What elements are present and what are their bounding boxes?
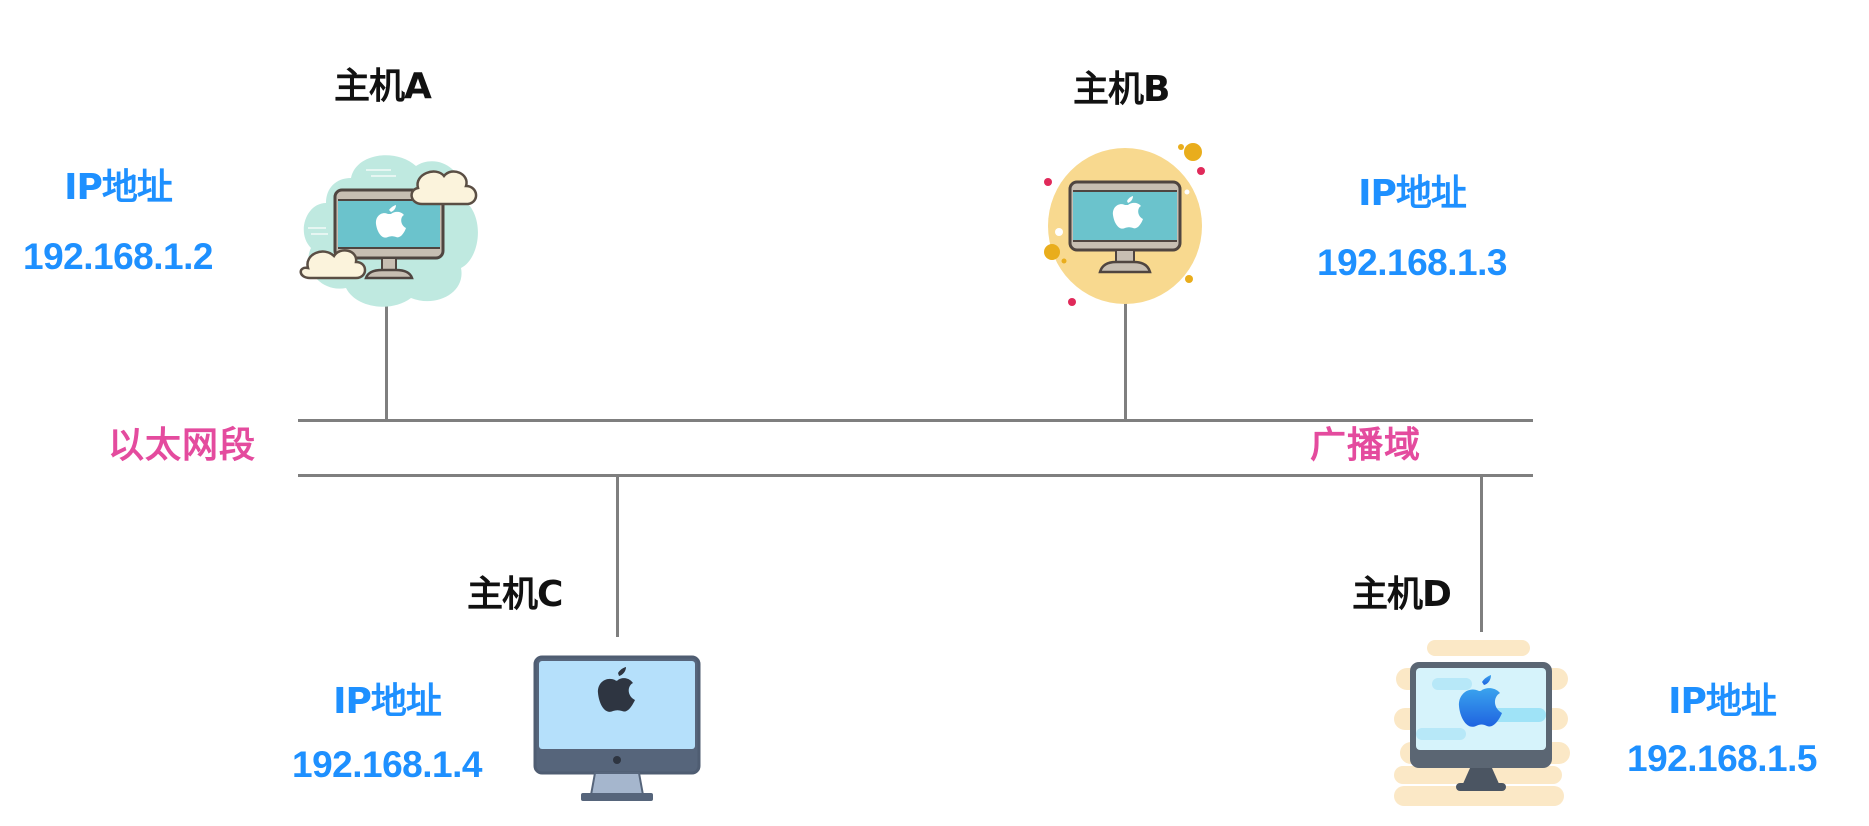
bus-line-top bbox=[298, 419, 1533, 422]
host-d-ip-value: 192.168.1.5 bbox=[1627, 738, 1817, 779]
host-c-connector bbox=[616, 476, 619, 637]
host-d-ip-title: IP地址 bbox=[1668, 681, 1777, 722]
imac-icon bbox=[533, 655, 701, 801]
bus-line-bottom bbox=[298, 474, 1533, 477]
host-b-label: 主机B bbox=[1073, 69, 1170, 110]
host-a-ip-block: IP地址 192.168.1.2 bbox=[4, 168, 232, 278]
host-d-label: 主机D bbox=[1352, 574, 1452, 615]
host-b-connector bbox=[1124, 303, 1127, 420]
monitor-cloud-icon bbox=[299, 155, 478, 307]
host-a-ip-title: IP地址 bbox=[64, 167, 173, 208]
imac-blue-icon bbox=[1394, 640, 1570, 806]
host-c-label: 主机C bbox=[467, 574, 563, 615]
host-c-ip-value: 192.168.1.4 bbox=[292, 744, 482, 785]
host-b-ip-block: IP地址 192.168.1.3 bbox=[1300, 174, 1524, 284]
host-a-ip-value: 192.168.1.2 bbox=[23, 236, 213, 277]
host-c-ip-title: IP地址 bbox=[333, 681, 442, 722]
monitor-sun-icon bbox=[1044, 143, 1205, 306]
host-a-label: 主机A bbox=[334, 66, 432, 107]
host-d-connector bbox=[1480, 476, 1483, 632]
host-d-ip-block: IP地址 192.168.1.5 bbox=[1610, 682, 1834, 780]
host-c-ip-block: IP地址 192.168.1.4 bbox=[276, 682, 498, 786]
host-a-connector bbox=[385, 303, 388, 420]
broadcast-domain-label: 广播域 bbox=[1310, 425, 1422, 466]
host-b-ip-value: 192.168.1.3 bbox=[1317, 242, 1507, 283]
host-b-ip-title: IP地址 bbox=[1358, 173, 1467, 214]
ethernet-segment-label: 以太网段 bbox=[108, 425, 257, 466]
